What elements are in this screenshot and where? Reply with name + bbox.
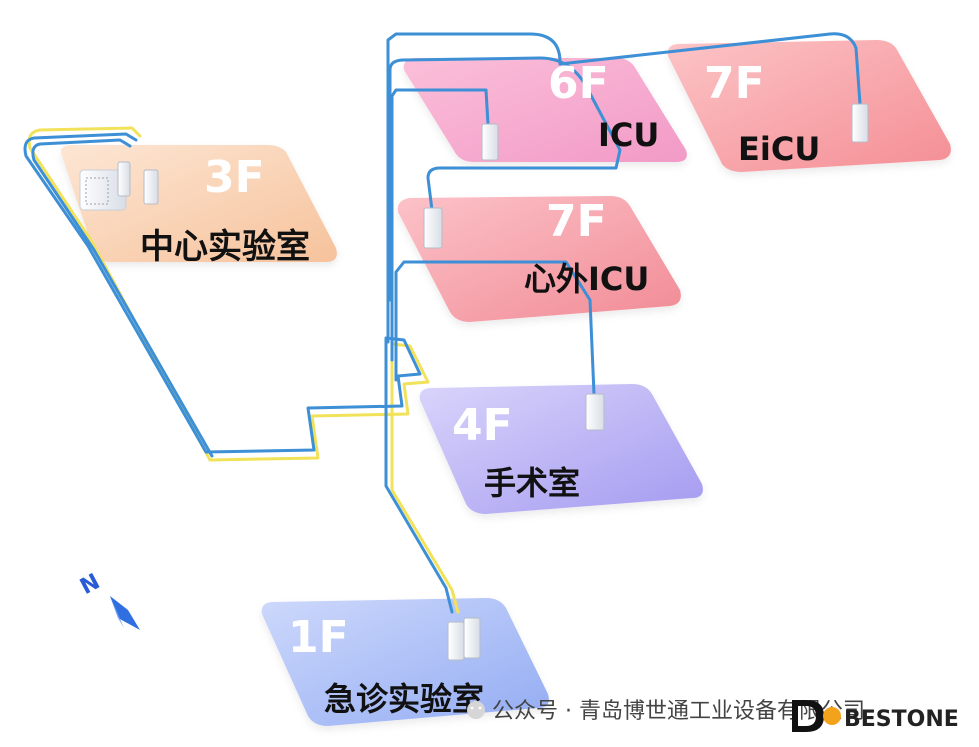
room-label-icu6f: ICU <box>598 116 659 154</box>
floor-label-er1f: 1F <box>288 612 349 663</box>
floor-label-eicu7f: 7F <box>704 58 765 109</box>
station-cicu7f <box>423 207 443 249</box>
tube-yellow <box>27 126 460 614</box>
station-lab3f-b <box>143 169 159 205</box>
wechat-icon <box>467 701 485 719</box>
floor-plate-eicu7f <box>667 40 951 172</box>
tube-blue <box>23 32 862 614</box>
floor-label-or4f: 4F <box>452 400 513 451</box>
brand-name: BESTONE <box>844 707 959 732</box>
station-or4f <box>585 393 605 431</box>
station-eicu7f <box>851 103 869 143</box>
floor-plate-cicu7f <box>397 196 681 322</box>
bestone-logo-icon <box>792 700 824 732</box>
floor-plate-or4f <box>419 384 703 514</box>
compass: N <box>76 569 140 630</box>
floor-label-cicu7f: 7F <box>546 196 607 247</box>
station-lab3f-a <box>117 161 131 197</box>
floor-label-lab3f: 3F <box>204 152 265 203</box>
station-icu6f <box>481 123 499 161</box>
floor-plate-icu6f <box>403 58 687 162</box>
compass-arrow-icon <box>110 596 140 630</box>
room-label-lab3f: 中心实验室 <box>140 227 310 267</box>
room-label-or4f: 手术室 <box>484 464 580 502</box>
brand: BESTONE <box>792 700 959 732</box>
room-label-cicu7f: 心外ICU <box>524 260 649 298</box>
compass-label: N <box>76 569 104 600</box>
station-er1f <box>447 617 481 661</box>
room-label-er1f: 急诊实验室 <box>324 680 484 718</box>
room-label-eicu7f: EiCU <box>738 130 820 168</box>
floor-label-icu6f: 6F <box>548 58 609 109</box>
